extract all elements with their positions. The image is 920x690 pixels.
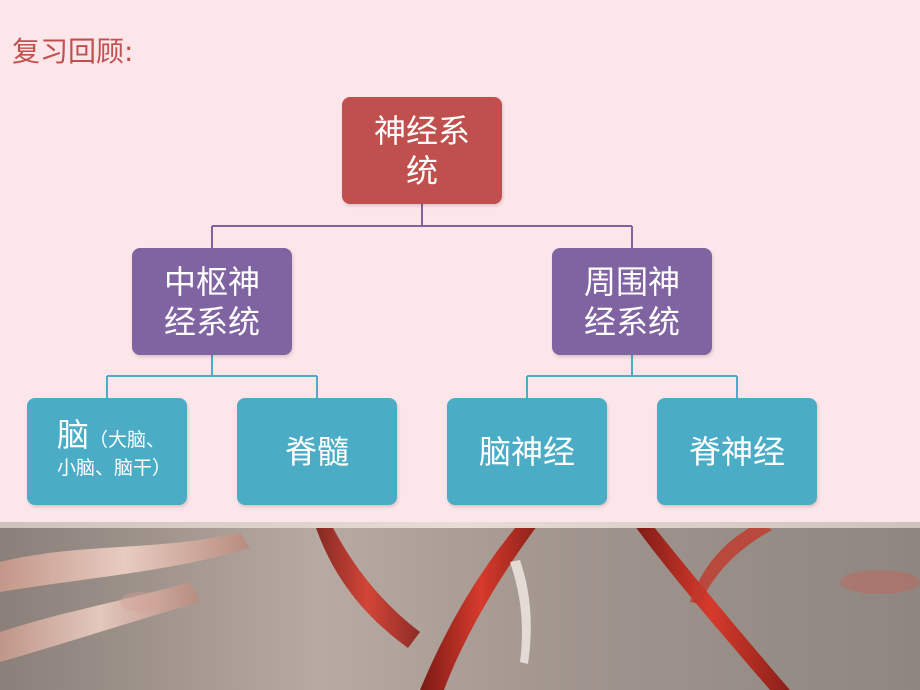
node-brain: 脑（大脑、 小脑、脑干）	[27, 398, 187, 505]
brain-detail-2: 小脑、脑干）	[56, 457, 171, 479]
neuron-illustration	[0, 522, 920, 690]
node-nervous-system: 神经系统	[342, 97, 502, 204]
brain-detail-1: （大脑、	[89, 429, 166, 451]
node-spinal-nerves: 脊神经	[657, 398, 817, 505]
brain-label: 脑	[56, 416, 89, 454]
node-central-nervous-system: 中枢神经系统	[132, 248, 292, 355]
node-cranial-nerves: 脑神经	[447, 398, 607, 505]
node-spinal-cord: 脊髓	[237, 398, 397, 505]
node-peripheral-nervous-system: 周围神经系统	[552, 248, 712, 355]
divider-band	[0, 522, 920, 528]
slide-title: 复习回顾:	[12, 35, 134, 68]
